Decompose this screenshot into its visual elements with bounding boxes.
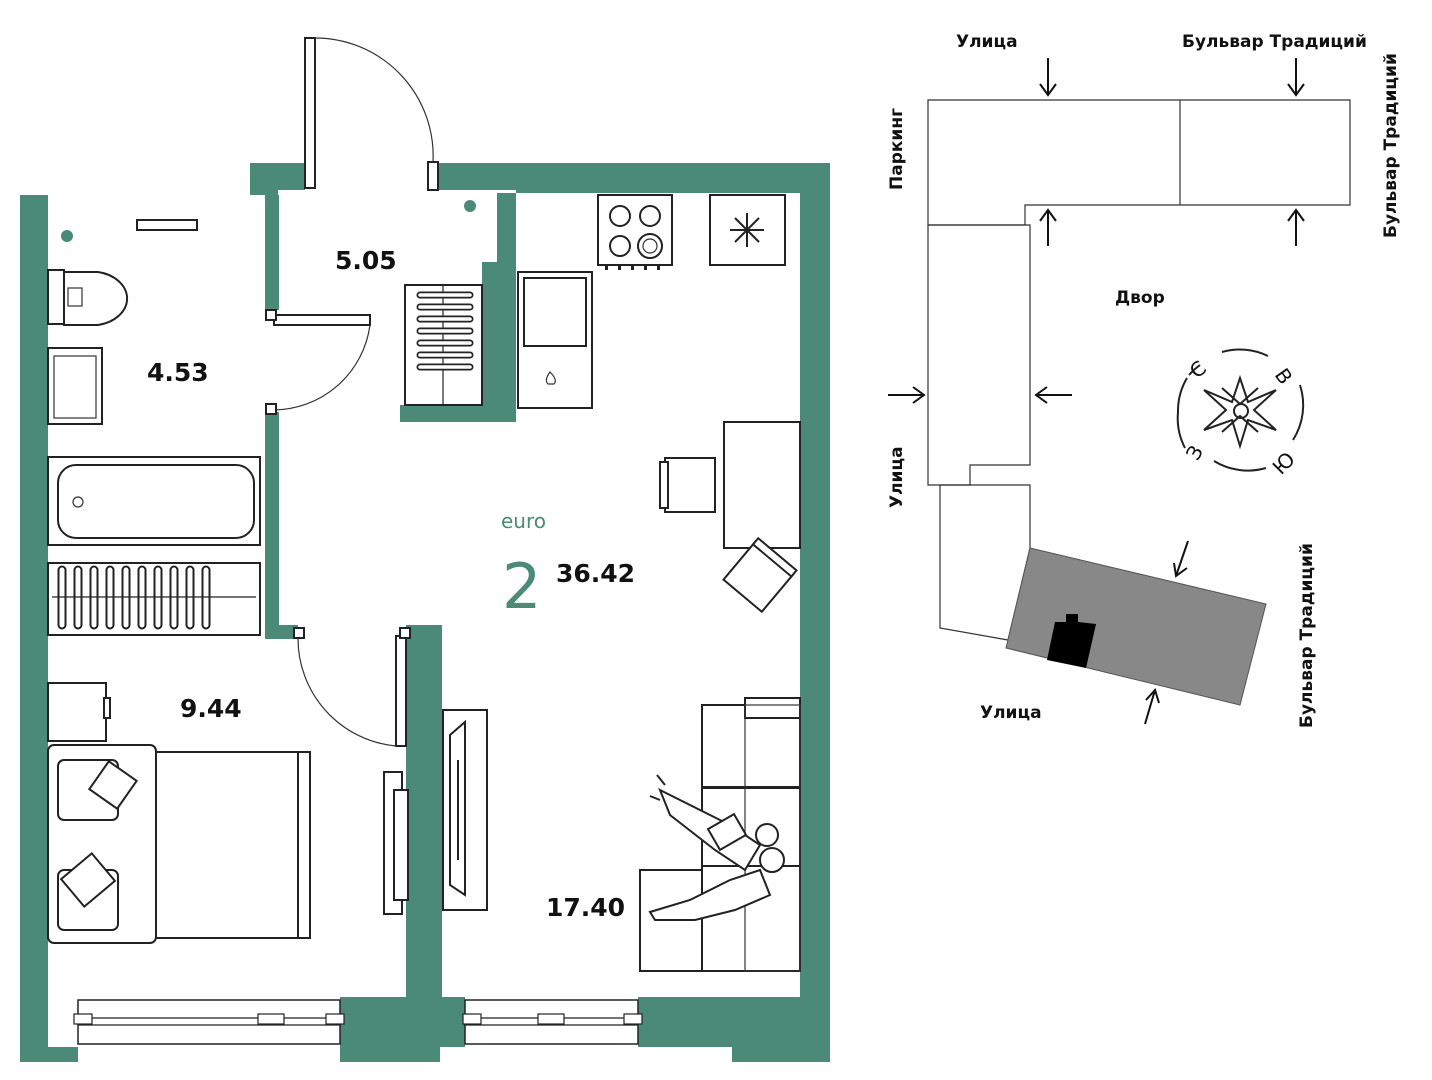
label-street-top: Улица bbox=[956, 32, 1018, 52]
chair-icon bbox=[659, 457, 716, 513]
apartment-marker bbox=[1047, 614, 1096, 668]
chair-icon bbox=[722, 536, 798, 614]
living-room: euro 2 36.42 bbox=[442, 509, 801, 972]
compass-north: С bbox=[1185, 356, 1211, 383]
compass-east: В bbox=[1270, 364, 1298, 389]
building-outline-upper bbox=[927, 99, 1351, 226]
bedroom-door bbox=[293, 627, 411, 747]
dining-table bbox=[723, 421, 801, 549]
room-area-living-kitchen: 17.40 bbox=[546, 893, 625, 922]
bathtub-icon bbox=[47, 456, 261, 546]
compass-icon: С В Ю З bbox=[1176, 348, 1305, 479]
wall-bedroom-top bbox=[265, 625, 298, 639]
sink-icon bbox=[47, 347, 103, 425]
label-street-left: Улица bbox=[887, 446, 907, 508]
room-count: 2 bbox=[502, 550, 541, 623]
wall-bedroom-living-top bbox=[406, 625, 442, 639]
label-street-bottom: Улица bbox=[980, 703, 1042, 723]
kitchen bbox=[517, 194, 801, 614]
compass-south: Ю bbox=[1268, 447, 1300, 479]
wardrobe-tv bbox=[383, 771, 409, 915]
site-plan: С В Ю З Улица Бульвар Традиций Бульвар Т… bbox=[887, 32, 1401, 728]
tv-stand bbox=[442, 709, 488, 911]
current-building bbox=[1005, 547, 1267, 706]
label-parking: Паркинг bbox=[887, 108, 907, 190]
room-area-bedroom: 9.44 bbox=[180, 694, 242, 723]
label-boulevard-top: Бульвар Традиций bbox=[1182, 32, 1367, 52]
nightstand bbox=[47, 682, 107, 742]
wall-hall-kitchen bbox=[497, 193, 516, 268]
entrance-door bbox=[304, 37, 439, 191]
bedroom bbox=[47, 682, 409, 944]
floor-plan: euro 2 36.42 5.05 4.5 bbox=[20, 37, 830, 1062]
kitchen-sink-icon bbox=[517, 271, 593, 409]
wall-bath-hall-upper bbox=[265, 195, 279, 310]
entrance-arrows bbox=[888, 58, 1305, 725]
room-area-hall: 5.05 bbox=[335, 246, 397, 275]
room-area-bathroom: 4.53 bbox=[147, 358, 209, 387]
label-boulevard-right: Бульвар Традиций bbox=[1381, 53, 1401, 238]
bathroom-door bbox=[265, 309, 371, 415]
wall-bath-hall-lower bbox=[265, 412, 279, 638]
stove-icon bbox=[597, 194, 673, 270]
fridge-icon bbox=[709, 194, 786, 266]
window-bedroom bbox=[73, 999, 345, 1045]
bathroom-fixtures bbox=[47, 219, 261, 636]
hall-closet bbox=[404, 200, 483, 406]
wall-bedroom-living bbox=[406, 625, 442, 997]
building-outline-left bbox=[927, 224, 1031, 486]
wall-closet-bottom bbox=[400, 405, 516, 422]
toilet-icon bbox=[47, 269, 129, 326]
wall-closet-right bbox=[482, 262, 516, 422]
people-illustration-icon bbox=[648, 774, 785, 921]
total-area: 36.42 bbox=[556, 559, 635, 588]
towel-radiator-icon bbox=[47, 562, 261, 636]
window-living bbox=[462, 999, 643, 1045]
label-boulevard-lower-right: Бульвар Традиций bbox=[1297, 543, 1317, 728]
apartment-type-prefix: euro bbox=[501, 509, 546, 533]
label-courtyard: Двор bbox=[1115, 288, 1165, 308]
bed-icon bbox=[47, 744, 311, 944]
compass-west: З bbox=[1181, 441, 1208, 464]
